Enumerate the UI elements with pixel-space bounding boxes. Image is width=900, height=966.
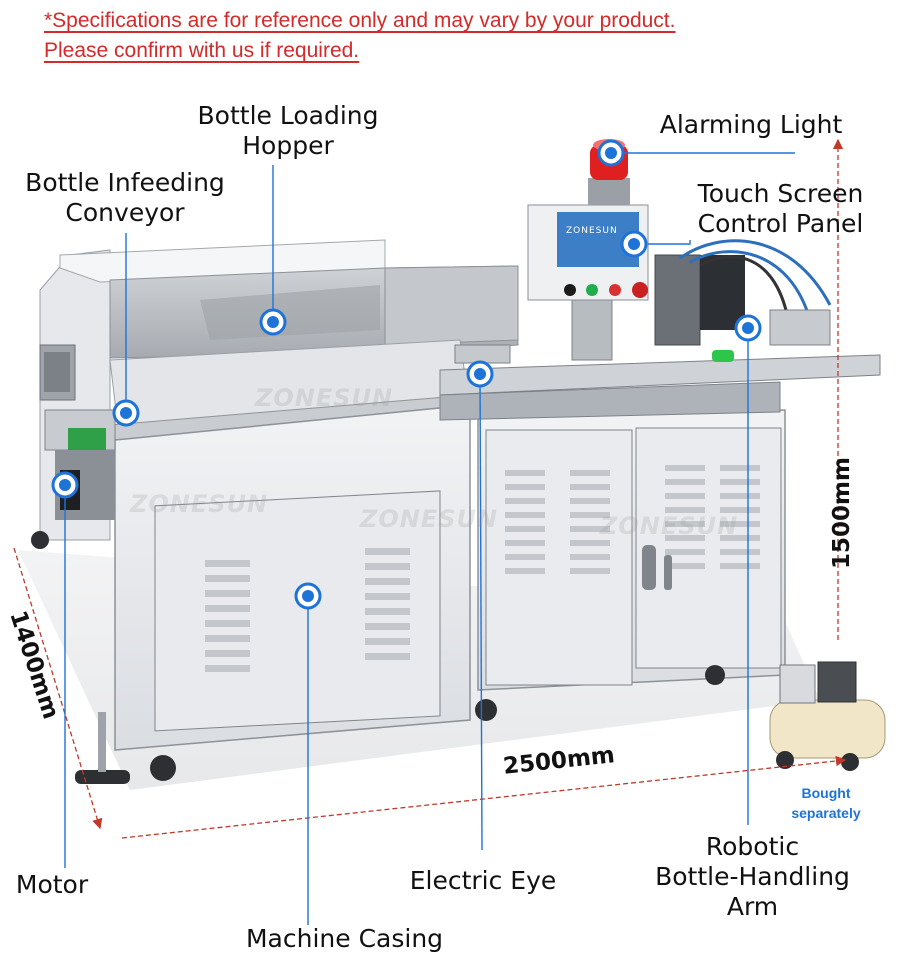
- screen-brand: ZONESUN: [566, 226, 618, 236]
- disclaimer: *Specifications are for reference only a…: [44, 6, 675, 66]
- label-touch-screen-control-panel: Touch Screen Control Panel: [683, 179, 878, 239]
- callout-markers: [51, 139, 762, 610]
- watermark-1: ZONESUN: [255, 384, 394, 412]
- label-line: Arm: [726, 892, 779, 921]
- label-line: Robotic: [705, 832, 800, 861]
- callout-marker-casing: [294, 582, 322, 610]
- compressor-note: Bought separately: [786, 783, 866, 823]
- callout-marker-robotic-arm: [734, 314, 762, 342]
- label-bottle-infeeding-conveyor: Bottle Infeeding Conveyor: [10, 168, 240, 228]
- callout-marker-motor: [51, 471, 79, 499]
- motor-shape: [44, 409, 116, 520]
- label-line: Control Panel: [697, 209, 864, 238]
- watermark-4: ZONESUN: [600, 512, 739, 540]
- width-dim-line: [121, 755, 847, 839]
- callout-marker-electric-eye: [466, 360, 494, 388]
- label-robotic-arm: Robotic Bottle-Handling Arm: [640, 832, 865, 922]
- label-machine-casing: Machine Casing: [232, 924, 457, 954]
- left-cabinet: [114, 404, 471, 751]
- compressor-note-line: separately: [791, 805, 861, 821]
- label-line: Touch Screen: [697, 179, 864, 208]
- watermark-2: ZONESUN: [130, 490, 269, 518]
- callout-lines: [64, 152, 795, 925]
- disclaimer-line-2: Please confirm with us if required.: [44, 39, 360, 62]
- callout-marker-panel: [620, 230, 648, 258]
- robotic-arm-shape: [654, 239, 832, 362]
- depth-dim-line: [13, 547, 103, 830]
- label-line: Bottle Loading: [197, 101, 379, 130]
- wheels: [31, 531, 725, 784]
- watermark-3: ZONESUN: [360, 505, 499, 533]
- disclaimer-line-1: *Specifications are for reference only a…: [44, 9, 676, 32]
- label-alarming-light: Alarming Light: [645, 110, 857, 140]
- callout-marker-conveyor: [112, 399, 140, 427]
- compressor-note-line: Bought: [801, 785, 851, 801]
- label-line: Conveyor: [65, 198, 185, 227]
- air-compressor-shape: [769, 661, 886, 771]
- control-post: [571, 297, 613, 361]
- label-line: Alarming Light: [659, 110, 843, 139]
- right-cabinet: [477, 409, 786, 691]
- label-bottle-loading-hopper: Bottle Loading Hopper: [183, 101, 393, 161]
- label-line: Hopper: [242, 131, 334, 160]
- dimension-height: 1500mm: [828, 457, 855, 569]
- label-line: Bottle-Handling: [655, 862, 850, 891]
- label-motor: Motor: [2, 870, 102, 900]
- label-line: Machine Casing: [245, 924, 444, 953]
- label-line: Bottle Infeeding: [25, 168, 225, 197]
- callout-marker-hopper: [259, 308, 287, 336]
- label-line: Electric Eye: [409, 866, 557, 895]
- callout-marker-alarm: [597, 139, 625, 167]
- label-electric-eye: Electric Eye: [398, 866, 568, 896]
- label-line: Motor: [15, 870, 89, 899]
